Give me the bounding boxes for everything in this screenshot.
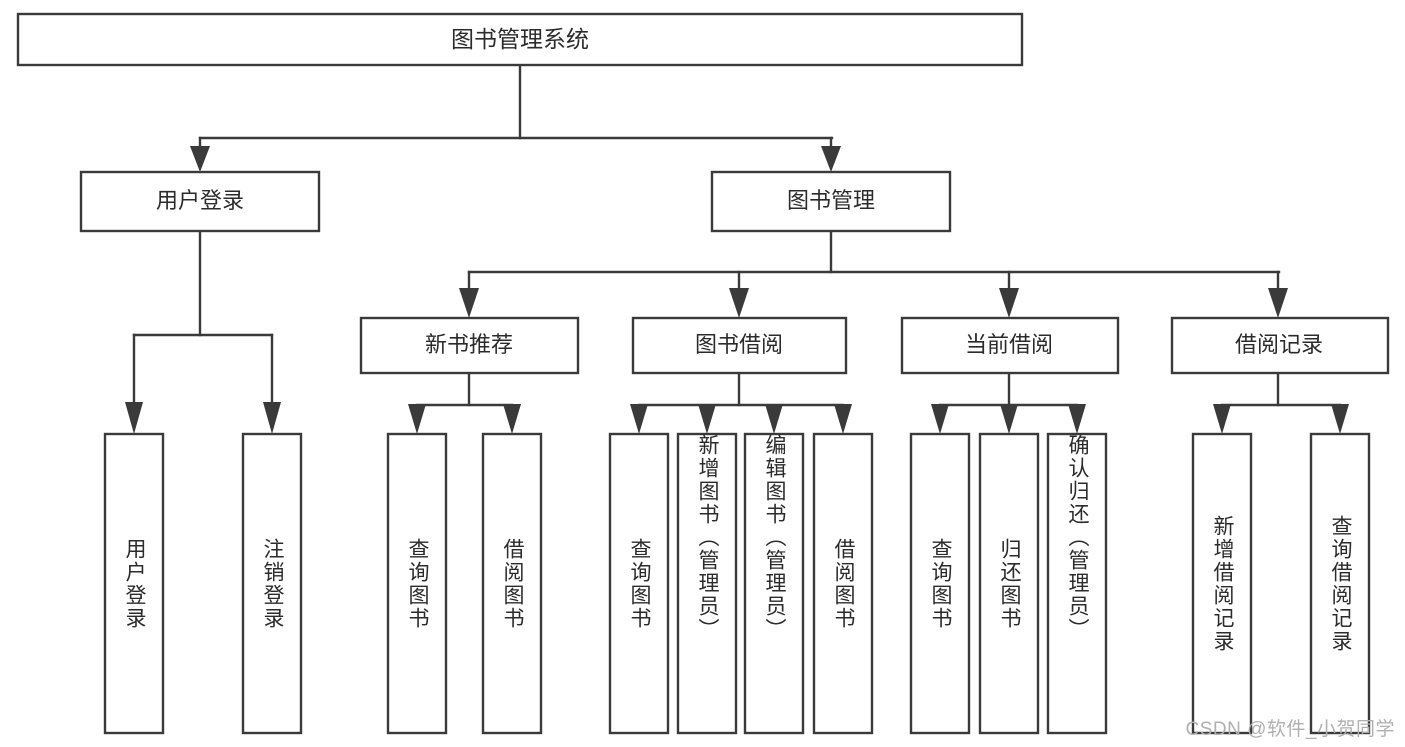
arrow-leaf-return-book <box>1000 404 1018 434</box>
node-user-login[interactable]: 用户登录 <box>79 170 321 233</box>
leaf-query-book-1-box[interactable] <box>386 432 448 735</box>
node-current-borrow[interactable]: 当前借阅 <box>900 316 1120 375</box>
leaf-confirm-return-box[interactable] <box>1046 432 1108 735</box>
arrow-leaf-query-book-1 <box>408 404 426 434</box>
arrow-user-login <box>190 146 210 172</box>
leaf-query-book-2-box[interactable] <box>608 432 670 735</box>
arrow-borrow-record <box>1268 288 1288 318</box>
node-borrow-record-box[interactable] <box>1170 316 1390 375</box>
leaf-query-record-box[interactable] <box>1309 432 1371 735</box>
leaf-borrow-book-1-box[interactable] <box>481 432 543 735</box>
leaf-boxes <box>103 432 1371 735</box>
node-book-borrow-label: 图书借阅 <box>695 332 783 357</box>
arrow-leaf-confirm-return <box>1068 404 1086 434</box>
node-current-borrow-label: 当前借阅 <box>965 332 1053 357</box>
leaf-user-logout-box[interactable] <box>241 432 303 735</box>
leaf-add-record-box[interactable] <box>1191 432 1253 735</box>
node-book-management[interactable]: 图书管理 <box>710 170 952 233</box>
arrow-new-book-recommend <box>459 288 479 318</box>
node-borrow-record[interactable]: 借阅记录 <box>1170 316 1390 375</box>
leaf-query-book-3-box[interactable] <box>909 432 971 735</box>
watermark-text: CSDN @软件_小贺同学 <box>1185 719 1395 740</box>
node-book-management-box[interactable] <box>710 170 952 233</box>
node-user-login-box[interactable] <box>79 170 321 233</box>
connector-book-borrow-to-leaves <box>630 371 852 434</box>
arrow-leaf-user-login <box>125 402 143 434</box>
node-root-system-label: 图书管理系统 <box>451 26 589 52</box>
connector-new-book-to-leaves <box>408 371 521 434</box>
node-new-book-recommend-box[interactable] <box>359 316 580 375</box>
connector-root-to-level2 <box>190 64 841 172</box>
node-borrow-record-label: 借阅记录 <box>1235 332 1323 357</box>
leaf-return-book-box[interactable] <box>978 432 1040 735</box>
node-book-borrow[interactable]: 图书借阅 <box>631 316 848 375</box>
leaf-add-book-box[interactable] <box>676 432 738 735</box>
node-book-management-label: 图书管理 <box>787 188 875 213</box>
arrow-book-management <box>821 146 841 172</box>
node-new-book-recommend-label: 新书推荐 <box>425 332 513 357</box>
leaf-user-login-box[interactable] <box>103 432 165 735</box>
node-book-borrow-box[interactable] <box>631 316 848 375</box>
node-root-system-box[interactable] <box>16 12 1024 67</box>
arrow-leaf-user-logout <box>263 402 281 434</box>
arrow-leaf-add-book <box>698 404 716 434</box>
connector-borrow-record-to-leaves <box>1213 371 1349 434</box>
arrow-book-borrow <box>729 288 749 318</box>
node-current-borrow-box[interactable] <box>900 316 1120 375</box>
connector-book-management-to-level3 <box>459 229 1288 318</box>
node-new-book-recommend[interactable]: 新书推荐 <box>359 316 580 375</box>
leaf-edit-book-box[interactable] <box>743 432 805 735</box>
arrow-leaf-borrow-book-1 <box>503 404 521 434</box>
arrow-leaf-borrow-book-2 <box>834 404 852 434</box>
arrow-leaf-query-record <box>1331 404 1349 434</box>
leaf-borrow-book-2-box[interactable] <box>812 432 874 735</box>
arrow-leaf-add-record <box>1213 404 1231 434</box>
node-root-system[interactable]: 图书管理系统 <box>16 12 1024 67</box>
node-user-login-label: 用户登录 <box>156 188 244 213</box>
arrow-current-borrow <box>999 288 1019 318</box>
arrow-leaf-query-book-2 <box>630 404 648 434</box>
arrow-leaf-edit-book <box>765 404 783 434</box>
connector-user-login-to-leaves <box>125 229 281 434</box>
connector-current-borrow-to-leaves <box>931 371 1086 434</box>
arrow-leaf-query-book-3 <box>931 404 949 434</box>
